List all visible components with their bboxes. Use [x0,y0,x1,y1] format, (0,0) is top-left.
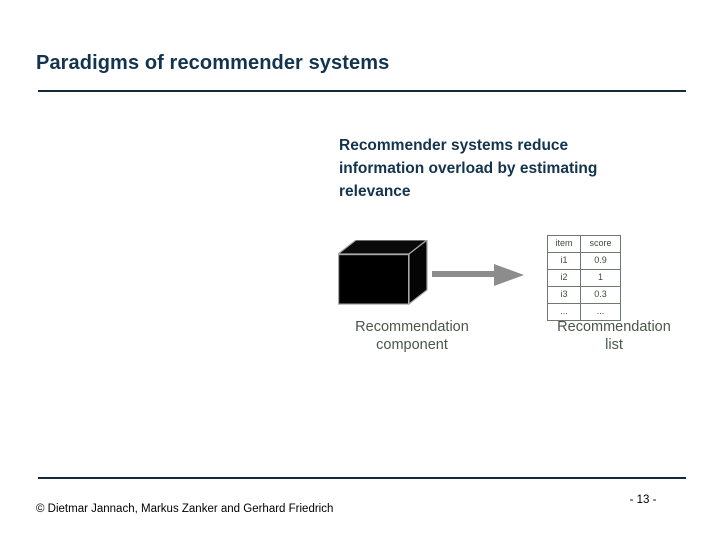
table-header-row: item score [547,235,622,253]
caption-line-1: Recommendation [355,319,469,335]
table-row: ... ... [547,303,622,321]
caption-recommendation-component: Recommendation component [312,318,512,354]
cell-item: i2 [547,269,581,287]
table-row: i1 0.9 [547,252,622,270]
cell-score: 1 [579,269,622,287]
caption-line-1: Recommendation [557,319,671,335]
headline-text: Recommender systems reduce information o… [339,137,598,200]
flow-arrow-icon [432,262,527,288]
cell-score: ... [579,303,622,321]
footer-copyright: © Dietmar Jannach, Markus Zanker and Ger… [36,503,334,515]
column-header-item: item [547,235,581,253]
cell-item: i3 [547,286,581,304]
cell-score: 0.3 [579,286,622,304]
table-row: i2 1 [547,269,622,287]
page-title: Paradigms of recommender systems [36,52,390,74]
caption-line-2: component [376,337,448,353]
table-row: i3 0.3 [547,286,622,304]
cell-item: i1 [547,252,581,270]
caption-recommendation-list: Recommendation list [518,318,710,354]
recommender-diagram: item score i1 0.9 i2 1 i3 0.3 ... [300,228,690,368]
caption-line-2: list [605,337,623,353]
recommendation-list-table: item score i1 0.9 i2 1 i3 0.3 ... [547,235,622,321]
title-divider [38,90,686,92]
page-number: - 13 - [629,494,657,506]
cell-score: 0.9 [579,252,622,270]
footer-divider [38,477,686,479]
column-header-score: score [579,235,622,253]
recommendation-component-box-icon [338,240,428,306]
